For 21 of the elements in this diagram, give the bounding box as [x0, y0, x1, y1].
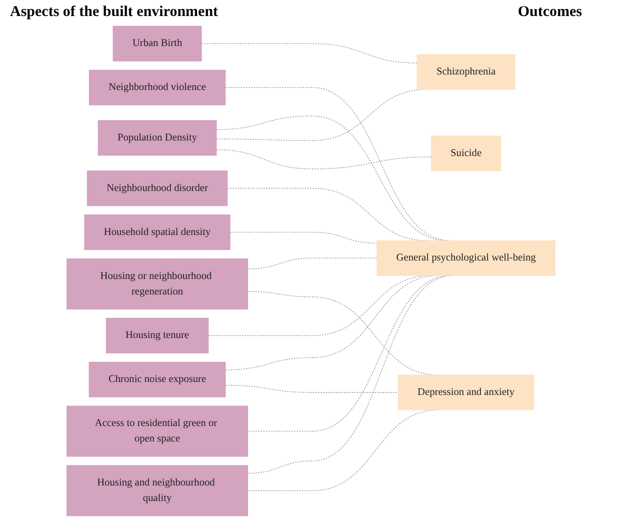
column-heading: Aspects of the built environment — [10, 4, 218, 21]
node-box: General psychological well-being — [376, 240, 556, 276]
node-box: Urban Birth — [112, 26, 202, 62]
node-box: Housing or neighbourhood regeneration — [66, 258, 248, 310]
node-box: Suicide — [430, 136, 502, 172]
connector — [247, 258, 378, 270]
node-box: Neighborhood violence — [88, 70, 226, 106]
node-box: Access to residential green or open space — [66, 406, 248, 457]
connector — [225, 384, 399, 393]
node-box: Household spatial density — [84, 214, 230, 250]
connector — [216, 149, 432, 170]
connector — [230, 232, 378, 244]
node-box: Housing tenure — [106, 318, 209, 354]
column-heading: Outcomes — [518, 4, 582, 21]
node-box: Neighbourhood disorder — [86, 170, 228, 206]
node-box: Schizophrenia — [416, 54, 516, 90]
node-box: Chronic noise exposure — [88, 362, 226, 398]
node-box: Depression and anxiety — [398, 374, 534, 410]
connector — [201, 43, 418, 64]
node-box: Population Density — [98, 120, 217, 156]
node-box: Housing and neighbourhood quality — [66, 465, 248, 516]
